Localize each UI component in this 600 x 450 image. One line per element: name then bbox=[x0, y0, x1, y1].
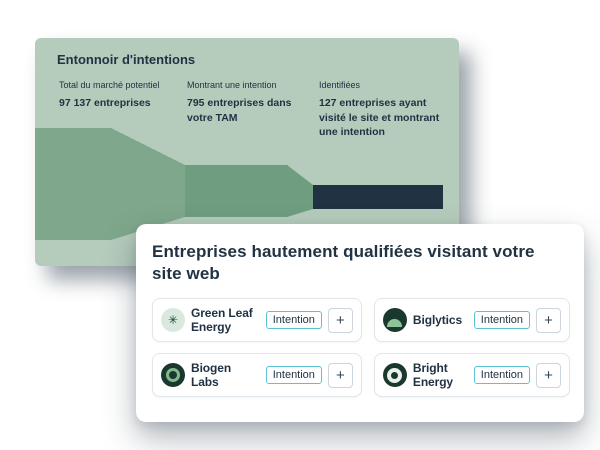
add-company-button[interactable]: + bbox=[536, 362, 561, 388]
leaf-shape bbox=[386, 319, 402, 328]
sprout-ring-icon bbox=[161, 363, 185, 388]
company-item-bright-energy[interactable]: Bright Energy Intention + bbox=[373, 353, 570, 398]
companies-grid: ✳ Green Leaf Energy Intention + Biglytic… bbox=[152, 298, 570, 398]
leaf-icon bbox=[382, 308, 407, 333]
company-name: Biogen Labs bbox=[191, 360, 232, 390]
funnel-column-identified: Identifiées 127 entreprises ayant visité… bbox=[319, 80, 449, 140]
companies-card-title: Entreprises hautement qualifiées visitan… bbox=[152, 242, 535, 284]
funnel-stage1-shape bbox=[35, 128, 111, 240]
funnel-illustration bbox=[35, 128, 443, 240]
funnel-stage2-taper-shape bbox=[287, 165, 313, 217]
funnel-column-value: 127 entreprises ayant visité le site et … bbox=[319, 97, 440, 139]
company-item-biglytics[interactable]: Biglytics Intention + bbox=[373, 298, 570, 343]
funnel-stage1-taper-shape bbox=[111, 128, 185, 240]
intention-badge: Intention bbox=[265, 311, 322, 330]
company-name: Green Leaf Energy bbox=[191, 305, 253, 335]
intention-badge: Intention bbox=[265, 366, 322, 385]
sprout-ring-shape bbox=[166, 368, 180, 383]
ring-shape bbox=[387, 367, 403, 383]
funnel-column-value: 795 entreprises dans votre TAM bbox=[187, 97, 292, 124]
asterisk-flower-icon: ✳ bbox=[161, 308, 185, 333]
ring-icon bbox=[382, 363, 407, 388]
funnel-column-label: Total du marché potentiel bbox=[59, 80, 160, 90]
add-company-button[interactable]: + bbox=[327, 362, 353, 388]
funnel-card-title: Entonnoir d'intentions bbox=[57, 52, 196, 67]
company-item-green-leaf-energy[interactable]: ✳ Green Leaf Energy Intention + bbox=[152, 298, 362, 343]
company-name: Biglytics bbox=[412, 312, 463, 327]
funnel-column-total-market: Total du marché potentiel 97 137 entrepr… bbox=[59, 80, 173, 111]
intention-badge: Intention bbox=[473, 311, 530, 330]
funnel-column-label: Montrant une intention bbox=[187, 80, 277, 90]
company-item-biogen-labs[interactable]: Biogen Labs Intention + bbox=[152, 353, 362, 398]
qualified-companies-card: Entreprises hautement qualifiées visitan… bbox=[136, 224, 584, 422]
funnel-stage2-shape bbox=[185, 165, 288, 217]
funnel-stage3-bar bbox=[313, 185, 443, 209]
funnel-column-value: 97 137 entreprises bbox=[59, 97, 151, 109]
add-company-button[interactable]: + bbox=[327, 307, 353, 333]
funnel-column-showing-intent: Montrant une intention 795 entreprises d… bbox=[187, 80, 305, 125]
add-company-button[interactable]: + bbox=[536, 307, 561, 333]
funnel-column-label: Identifiées bbox=[319, 80, 361, 90]
intent-funnel-card: Entonnoir d'intentions Total du marché p… bbox=[35, 38, 459, 266]
company-name: Bright Energy bbox=[412, 360, 454, 390]
intention-badge: Intention bbox=[473, 366, 530, 385]
